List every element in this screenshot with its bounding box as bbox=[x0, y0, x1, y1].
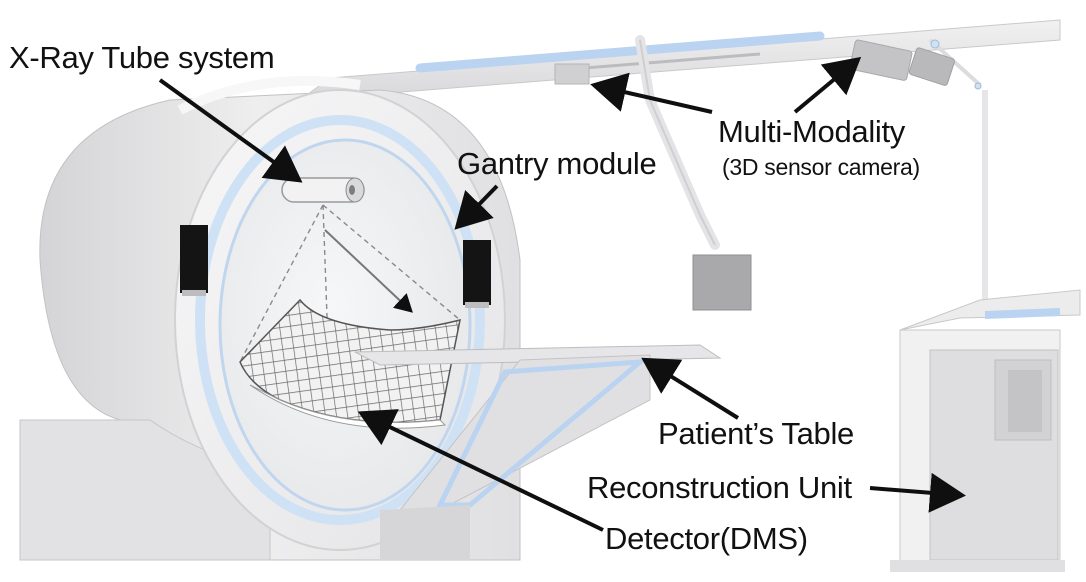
bore-ring bbox=[195, 115, 485, 525]
arrow-reconstruction bbox=[869, 472, 966, 513]
arrow-detector bbox=[357, 409, 604, 532]
arrow-xray-tube bbox=[158, 78, 303, 183]
3d-camera-body bbox=[849, 39, 913, 81]
sensor-arm bbox=[635, 35, 752, 311]
gantry-panel-right bbox=[463, 240, 491, 305]
label-3d-sensor-camera: (3D sensor camera) bbox=[722, 154, 920, 180]
arrow-patient-table bbox=[641, 357, 740, 420]
label-patients-table: Patient’s Table bbox=[658, 416, 855, 451]
label-detector-dms: Detector(DMS) bbox=[605, 521, 808, 556]
label-multi-modality: Multi-Modality bbox=[718, 114, 906, 149]
callout-arrows bbox=[158, 56, 966, 532]
sensor-camera-unit bbox=[849, 38, 988, 300]
hanging-sensor-block bbox=[692, 254, 752, 311]
detector-grid bbox=[239, 298, 461, 429]
arrow-multi-modality-camera bbox=[793, 56, 862, 114]
ceiling-rail bbox=[298, 19, 1061, 101]
label-gantry-module: Gantry module bbox=[457, 146, 657, 181]
patient-table bbox=[354, 344, 722, 560]
arrow-gantry bbox=[454, 184, 499, 230]
reconstruction-unit bbox=[890, 289, 1081, 572]
rail-carriage bbox=[554, 63, 590, 85]
gantry-panel-left bbox=[180, 225, 208, 293]
gantry-housing bbox=[19, 75, 521, 561]
label-xray-tube-system: X-Ray Tube system bbox=[9, 40, 275, 75]
arrow-multi-modality-rail bbox=[590, 72, 713, 114]
label-reconstruction-unit: Reconstruction Unit bbox=[587, 470, 852, 505]
